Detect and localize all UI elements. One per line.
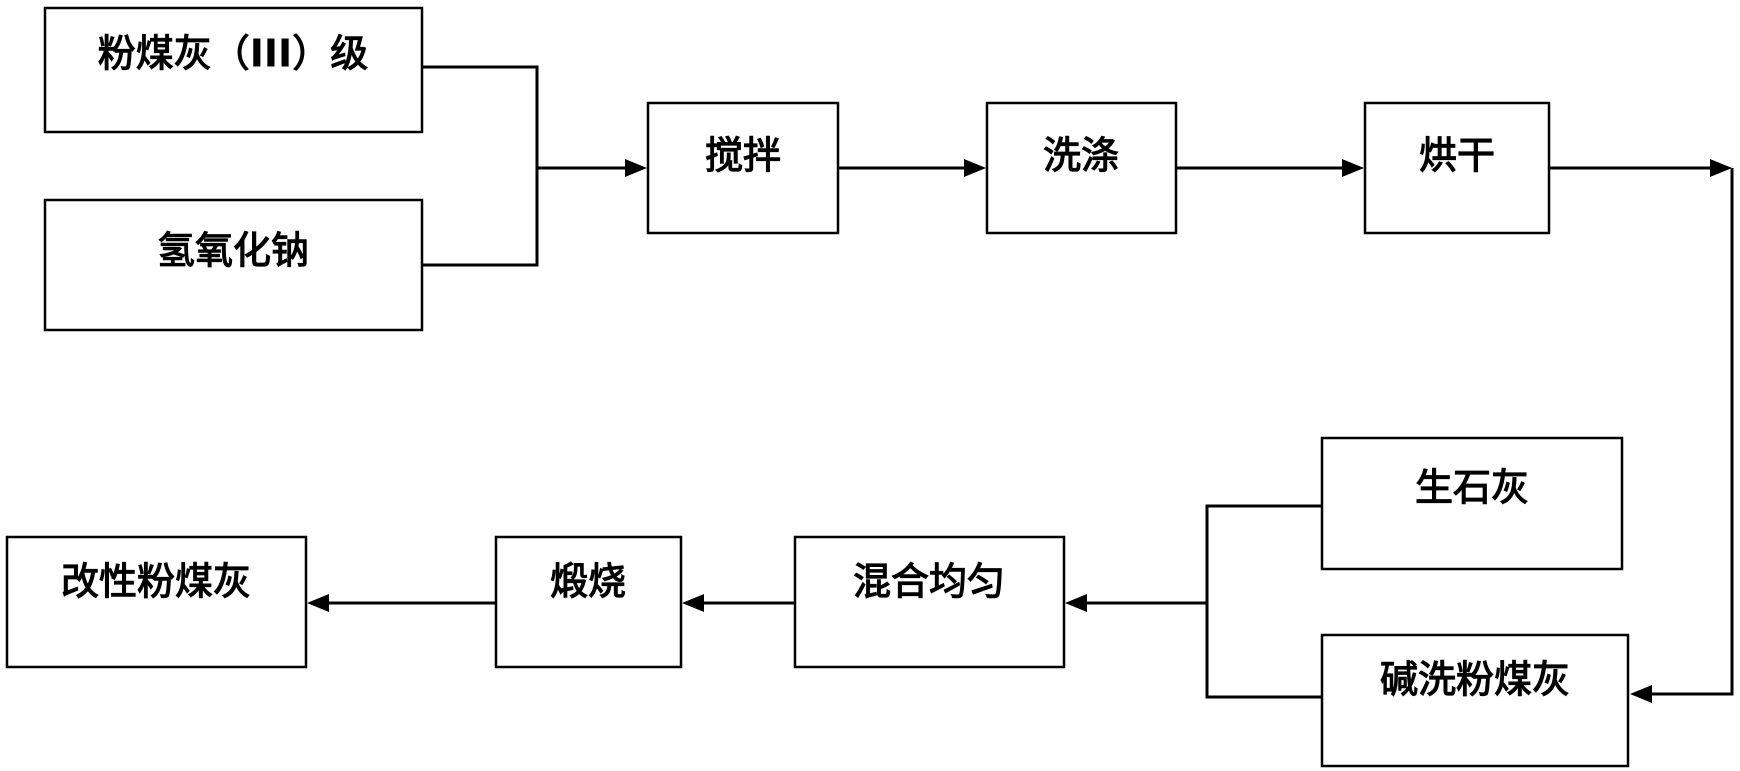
connector-right-edge-down <box>1650 168 1734 696</box>
arrowhead-to-mixing <box>1065 594 1087 612</box>
arrowhead-to-washing <box>964 159 986 177</box>
connector-fly-ash-to-merge <box>422 65 539 168</box>
node-alkali-washed-fly-ash: 碱洗粉煤灰 <box>1320 633 1630 768</box>
connector-quicklime-to-merge <box>1205 504 1322 603</box>
connector-alkali-to-merge <box>1205 603 1322 699</box>
node-modified-fly-ash: 改性粉煤灰 <box>5 535 308 669</box>
node-drying-label: 烘干 <box>1419 134 1495 178</box>
arrowhead-to-stirring <box>625 159 647 177</box>
node-stirring: 搅拌 <box>646 101 840 235</box>
node-calcining: 煅烧 <box>494 535 683 669</box>
arrowhead-to-drying <box>1342 159 1364 177</box>
node-drying: 烘干 <box>1363 101 1551 235</box>
arrowhead-right-edge <box>1710 159 1732 177</box>
node-modified-fly-ash-label: 改性粉煤灰 <box>61 560 251 604</box>
node-washing: 洗涤 <box>985 101 1178 235</box>
node-mixing-uniformly-label: 混合均匀 <box>853 560 1005 604</box>
arrowhead-to-alkali-washed-fly-ash <box>1630 685 1652 703</box>
node-sodium-hydroxide: 氢氧化钠 <box>43 198 424 332</box>
node-stirring-label: 搅拌 <box>705 134 781 178</box>
node-mixing-uniformly: 混合均匀 <box>793 535 1066 669</box>
connectors <box>307 65 1734 703</box>
node-sodium-hydroxide-label: 氢氧化钠 <box>157 229 309 273</box>
node-fly-ash-iii-label: 粉煤灰（III）级 <box>98 32 368 76</box>
node-quicklime-label: 生石灰 <box>1415 466 1529 510</box>
arrowhead-to-modified-fly-ash <box>307 594 329 612</box>
node-calcining-label: 煅烧 <box>550 560 626 604</box>
node-alkali-washed-fly-ash-label: 碱洗粉煤灰 <box>1380 658 1570 702</box>
node-washing-label: 洗涤 <box>1043 134 1119 178</box>
arrowhead-to-calcining <box>682 594 704 612</box>
connector-naoh-to-merge <box>422 168 539 267</box>
node-quicklime: 生石灰 <box>1320 436 1624 571</box>
node-fly-ash-iii: 粉煤灰（III）级 <box>43 6 424 134</box>
